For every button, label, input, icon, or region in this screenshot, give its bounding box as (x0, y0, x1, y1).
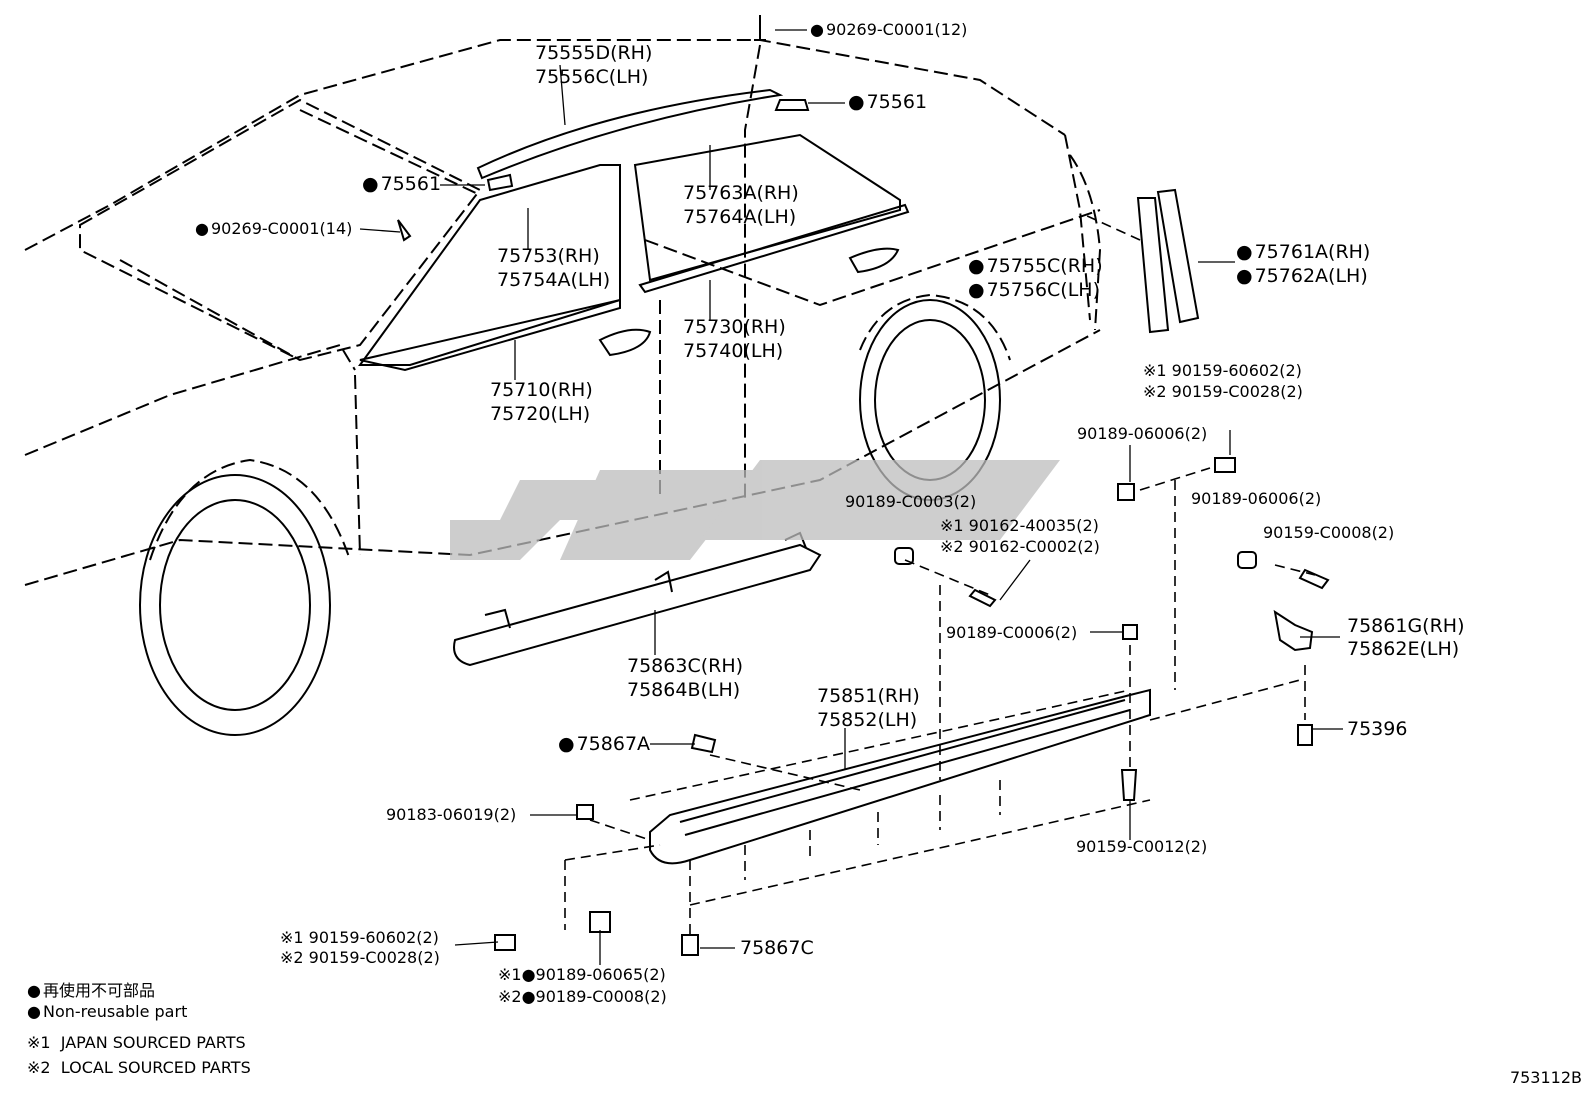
part-label-90189-C0006: 90189-C0006(2) (946, 623, 1078, 642)
part-label-75763: 75763A(RH) (683, 182, 799, 204)
part-label-90162-40035: ※1 90162-40035(2) (940, 516, 1099, 535)
part-label-90269-top: 90269-C0001(12) (810, 20, 967, 39)
part-label-90162-C0002: ※2 90162-C0002(2) (940, 537, 1100, 556)
part-label-75730: 75730(RH) (683, 316, 786, 338)
part-label-75556: 75556C(LH) (535, 66, 649, 88)
part-label-75555: 75555D(RH) (535, 42, 653, 64)
part-label-75561-left: 75561 (362, 173, 441, 196)
part-label-75396: 75396 (1347, 718, 1408, 740)
part-label-75861: 75861G(RH) (1347, 615, 1465, 637)
part-label-75862: 75862E(LH) (1347, 638, 1460, 660)
part-label-90189-06006-a: 90189-06006(2) (1077, 424, 1208, 443)
part-label-90159-60602-a: ※1 90159-60602(2) (1143, 361, 1302, 380)
part-label-90183: 90183-06019(2) (386, 805, 517, 824)
part-label-75761: 75761A(RH) (1236, 241, 1371, 264)
part-label-75720: 75720(LH) (490, 403, 591, 425)
part-label-75754: 75754A(LH) (497, 269, 611, 291)
diagram-code: 753112B (1509, 1068, 1582, 1087)
part-label-90189-C0008: ※2●90189-C0008(2) (498, 987, 667, 1006)
part-label-90159-C0008: 90159-C0008(2) (1263, 523, 1395, 542)
part-label-75852: 75852(LH) (817, 709, 918, 731)
part-label-90159-60602-b: ※1 90159-60602(2) (280, 928, 439, 947)
part-label-90159-C0012: 90159-C0012(2) (1076, 837, 1208, 856)
legend-note-1: ※1 JAPAN SOURCED PARTS (27, 1033, 246, 1052)
part-label-75762: 75762A(LH) (1236, 265, 1368, 288)
part-label-90189-06006-b: 90189-06006(2) (1191, 489, 1322, 508)
part-label-75867A: 75867A (558, 733, 650, 756)
part-label-75756: 75756C(LH) (968, 279, 1100, 302)
part-label-75863: 75863C(RH) (627, 655, 744, 677)
watermark-logo (450, 460, 1060, 560)
part-label-90269-left: 90269-C0001(14) (195, 219, 352, 238)
part-label-75753: 75753(RH) (497, 245, 600, 267)
part-label-90189-C0003: 90189-C0003(2) (845, 492, 977, 511)
part-label-75864: 75864B(LH) (627, 679, 741, 701)
part-label-75561-right: 75561 (848, 91, 927, 114)
part-label-75740: 75740(LH) (683, 340, 784, 362)
legend-jp: 再使用不可部品 (27, 977, 155, 1001)
part-label-75867C: 75867C (740, 937, 814, 959)
legend-non-reusable: Non-reusable part (27, 1002, 187, 1021)
part-label-90159-C0028-b: ※2 90159-C0028(2) (280, 948, 440, 967)
part-label-75710: 75710(RH) (490, 379, 593, 401)
part-label-90159-C0028-a: ※2 90159-C0028(2) (1143, 382, 1303, 401)
part-label-75851: 75851(RH) (817, 685, 920, 707)
part-label-75764: 75764A(LH) (683, 206, 797, 228)
legend-note-2: ※2 LOCAL SOURCED PARTS (27, 1058, 251, 1077)
part-label-75755: 75755C(RH) (968, 255, 1103, 278)
part-label-90189-06065: ※1●90189-06065(2) (498, 965, 666, 984)
